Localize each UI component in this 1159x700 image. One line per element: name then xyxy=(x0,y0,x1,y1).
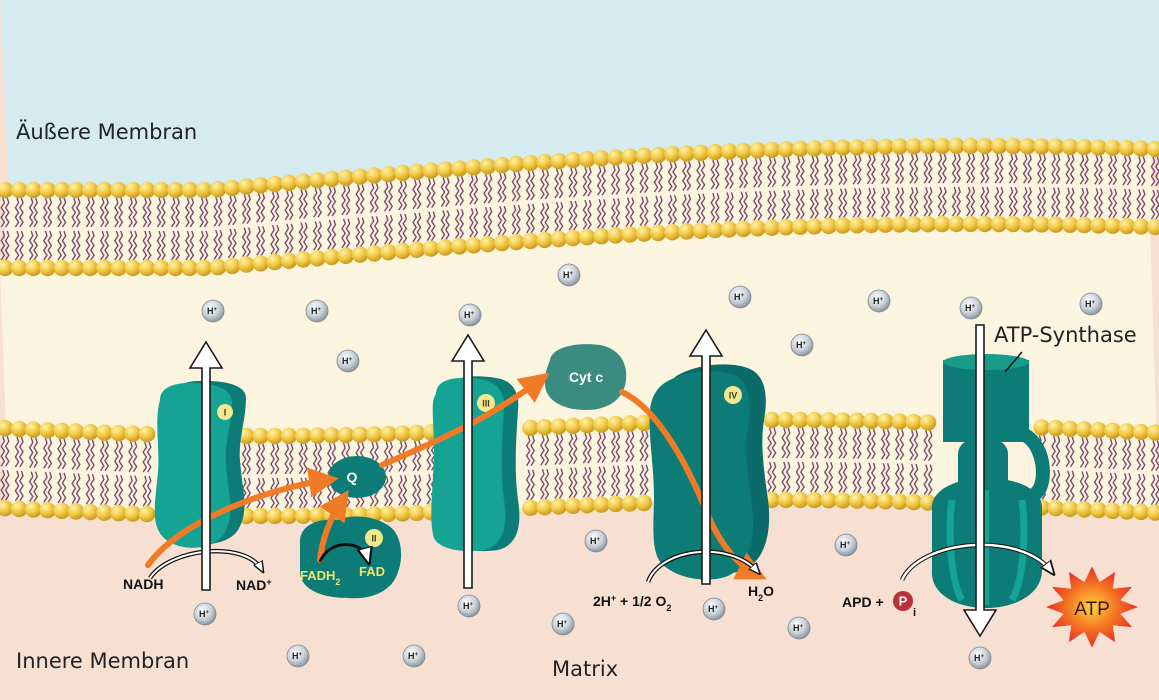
oxygen-reaction-label: 2H+ + 1/2 O2 xyxy=(593,593,671,613)
pi-p: P xyxy=(899,594,908,609)
atp-synthase-pointer xyxy=(1004,351,1023,373)
complex-iv-badge xyxy=(724,386,742,404)
nadh-label: NADH xyxy=(123,576,163,592)
proton: H+ xyxy=(584,529,608,553)
svg-text:H+: H+ xyxy=(464,310,475,320)
proton-arrow-2 xyxy=(450,333,486,589)
fadh2-label: FADH2 xyxy=(300,568,340,587)
q-label: Q xyxy=(347,469,358,485)
proton: H+ xyxy=(305,299,329,323)
proton: H+ xyxy=(201,299,225,323)
pi-subscript: i xyxy=(913,607,916,619)
atp-synthase-f0 xyxy=(943,360,1029,442)
svg-text:H+: H+ xyxy=(1085,299,1096,309)
svg-text:H+: H+ xyxy=(873,296,884,306)
svg-text:H+: H+ xyxy=(563,270,574,280)
svg-text:H+: H+ xyxy=(557,619,568,629)
oxygen-to-water-arrow xyxy=(647,550,758,583)
complex-ii-label: II xyxy=(371,534,376,544)
proton: H+ xyxy=(193,602,217,626)
proton: H+ xyxy=(787,616,811,640)
complex-iv-label: IV xyxy=(729,391,738,401)
complex-i-label: I xyxy=(224,408,227,418)
inner-membrane-label: Innere Membran xyxy=(16,649,189,673)
atp-product: ATP xyxy=(1045,566,1139,648)
inner-membrane xyxy=(0,411,1159,525)
proton: H+ xyxy=(867,289,891,313)
electron-arrow-nadh-q xyxy=(145,467,339,568)
complex-ii-badge xyxy=(365,529,383,547)
svg-text:H+: H+ xyxy=(796,340,807,350)
proton: H+ xyxy=(728,285,752,309)
electron-arrow-fadh2-q xyxy=(317,490,349,563)
apd-label: APD + xyxy=(842,594,884,610)
water-label: H2O xyxy=(748,583,774,603)
svg-text:H+: H+ xyxy=(408,651,419,661)
proton-arrow-1 xyxy=(188,340,224,591)
svg-text:H+: H+ xyxy=(734,292,745,302)
proton: H+ xyxy=(834,533,858,557)
complex-i-badge xyxy=(217,404,233,420)
fad-label: FAD xyxy=(359,564,385,579)
svg-text:H+: H+ xyxy=(965,303,976,313)
proton: H+ xyxy=(790,333,814,357)
complex-ii: II xyxy=(299,516,402,599)
outer-membrane xyxy=(0,137,1159,277)
svg-text:H+: H+ xyxy=(311,306,322,316)
proton: H+ xyxy=(959,296,983,320)
proton: H+ xyxy=(286,644,310,668)
cytochrome-c: Cyt c xyxy=(544,344,627,410)
svg-text:H+: H+ xyxy=(342,356,353,366)
complex-iii-label: III xyxy=(482,399,490,409)
proton-pump-arrows xyxy=(188,324,998,638)
svg-text:H+: H+ xyxy=(207,306,218,316)
labels: Äußere Membran Innere Membran Matrix ATP… xyxy=(16,119,1137,681)
svg-text:H+: H+ xyxy=(292,651,303,661)
proton: H+ xyxy=(702,597,726,621)
proton: H+ xyxy=(968,646,992,670)
svg-text:H+: H+ xyxy=(974,653,985,663)
proton: H+ xyxy=(336,349,360,373)
proton-arrow-3 xyxy=(688,328,724,585)
svg-text:H+: H+ xyxy=(590,536,601,546)
proton: H+ xyxy=(1079,292,1103,316)
svg-text:H+: H+ xyxy=(708,604,719,614)
complex-iii-badge xyxy=(477,394,495,412)
proton: H+ xyxy=(458,303,482,327)
outer-membrane-label: Äußere Membran xyxy=(16,119,197,144)
proton: H+ xyxy=(551,612,575,636)
fadh2-to-fad-arrow xyxy=(318,543,368,562)
svg-text:H+: H+ xyxy=(463,601,474,611)
proton: H+ xyxy=(402,644,426,668)
svg-text:H+: H+ xyxy=(793,623,804,633)
phosphate-pi: P i xyxy=(893,591,916,619)
protons: H+ H+ H+ H+ H+ H+ H+ H+ H+ H+ H+ H+ H+ H+ H+ H+ H+ H+ H+ H+ xyxy=(193,263,1103,670)
atp-synthase xyxy=(931,351,1050,608)
proton: H+ xyxy=(457,594,481,618)
matrix-label: Matrix xyxy=(552,657,618,681)
atp-synthase-label: ATP-Synthase xyxy=(994,323,1137,347)
svg-text:H+: H+ xyxy=(199,609,210,619)
svg-text:H+: H+ xyxy=(840,540,851,550)
nad-plus-label: NAD+ xyxy=(236,577,272,593)
atp-label: ATP xyxy=(1074,599,1110,620)
proton-arrow-4 xyxy=(962,324,998,638)
ubiquinone-q: Q xyxy=(328,456,386,498)
complex-ii-body xyxy=(299,516,402,599)
cyt-c-label: Cyt c xyxy=(569,369,603,385)
complex-i-body xyxy=(154,382,232,548)
proton: H+ xyxy=(557,263,581,287)
apd-to-atp-arrow xyxy=(900,543,1052,581)
